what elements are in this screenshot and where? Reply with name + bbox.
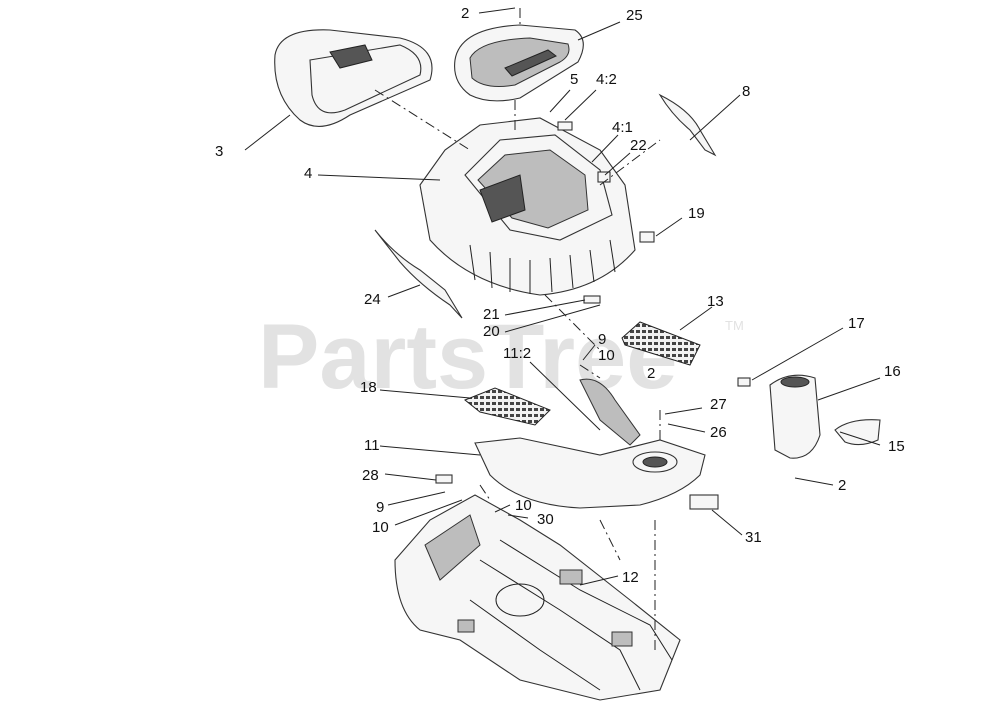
small-part-19	[639, 231, 655, 243]
callout-label: 31	[745, 529, 762, 546]
callout-label: 4:2	[596, 71, 617, 88]
callout-label: 10	[598, 347, 615, 364]
callout-label: 11	[364, 437, 380, 454]
callout-label: 21	[483, 306, 500, 323]
floor-pan-part	[474, 378, 706, 509]
callout-label: 9	[598, 331, 606, 348]
alignment-lines	[374, 8, 661, 650]
callout-label: 2	[838, 477, 846, 494]
callout-label: 11:2	[503, 345, 531, 362]
leader-lines	[244, 7, 881, 586]
callout-label: 19	[688, 205, 705, 222]
callout-label: 18	[360, 379, 377, 396]
callout-label: 17	[848, 315, 865, 332]
callout-label: 12	[622, 569, 639, 586]
callout-label: 27	[710, 396, 727, 413]
console-cover-part	[454, 24, 584, 102]
callout-label: 30	[537, 511, 554, 528]
callout-label: 5	[570, 71, 578, 88]
callout-label: 8	[742, 83, 750, 100]
frame-part	[394, 494, 681, 701]
callout-label: 22	[630, 137, 647, 154]
watermark-trademark: TM	[725, 318, 744, 333]
small-part-28	[435, 474, 453, 484]
floor-mat-right-part	[621, 321, 701, 366]
callout-label: 10	[515, 497, 532, 514]
small-part-15	[834, 419, 881, 446]
small-part-22	[597, 171, 611, 183]
decal-right-part	[658, 93, 717, 157]
callout-label: 10	[372, 519, 389, 536]
seat-part	[274, 29, 433, 127]
floor-mat-left-part	[464, 387, 551, 426]
callout-label: 4:1	[612, 119, 633, 136]
callout-label: 2	[647, 365, 655, 382]
callout-label: 9	[376, 499, 384, 516]
callout-labels: 2 25 5 4:2 8 3 4:1 22 4 19 24 21 20 13 1…	[215, 5, 905, 586]
callout-label: 15	[888, 438, 905, 455]
callout-label: 26	[710, 424, 727, 441]
small-part-21	[583, 295, 601, 304]
callout-label: 2	[461, 5, 469, 22]
decal-left-part	[374, 229, 463, 319]
callout-label: 3	[215, 143, 223, 160]
callout-label: 25	[626, 7, 643, 24]
rear-body-part	[419, 117, 636, 296]
cupholder-part	[769, 374, 821, 459]
callout-label: 28	[362, 467, 379, 484]
callout-label: 13	[707, 293, 724, 310]
small-part-31	[689, 494, 719, 510]
callout-label: 16	[884, 363, 901, 380]
callout-label: 20	[483, 323, 500, 340]
small-part-17	[737, 377, 751, 387]
small-part-5	[557, 121, 573, 131]
callout-label: 24	[364, 291, 381, 308]
callout-label: 4	[304, 165, 312, 182]
